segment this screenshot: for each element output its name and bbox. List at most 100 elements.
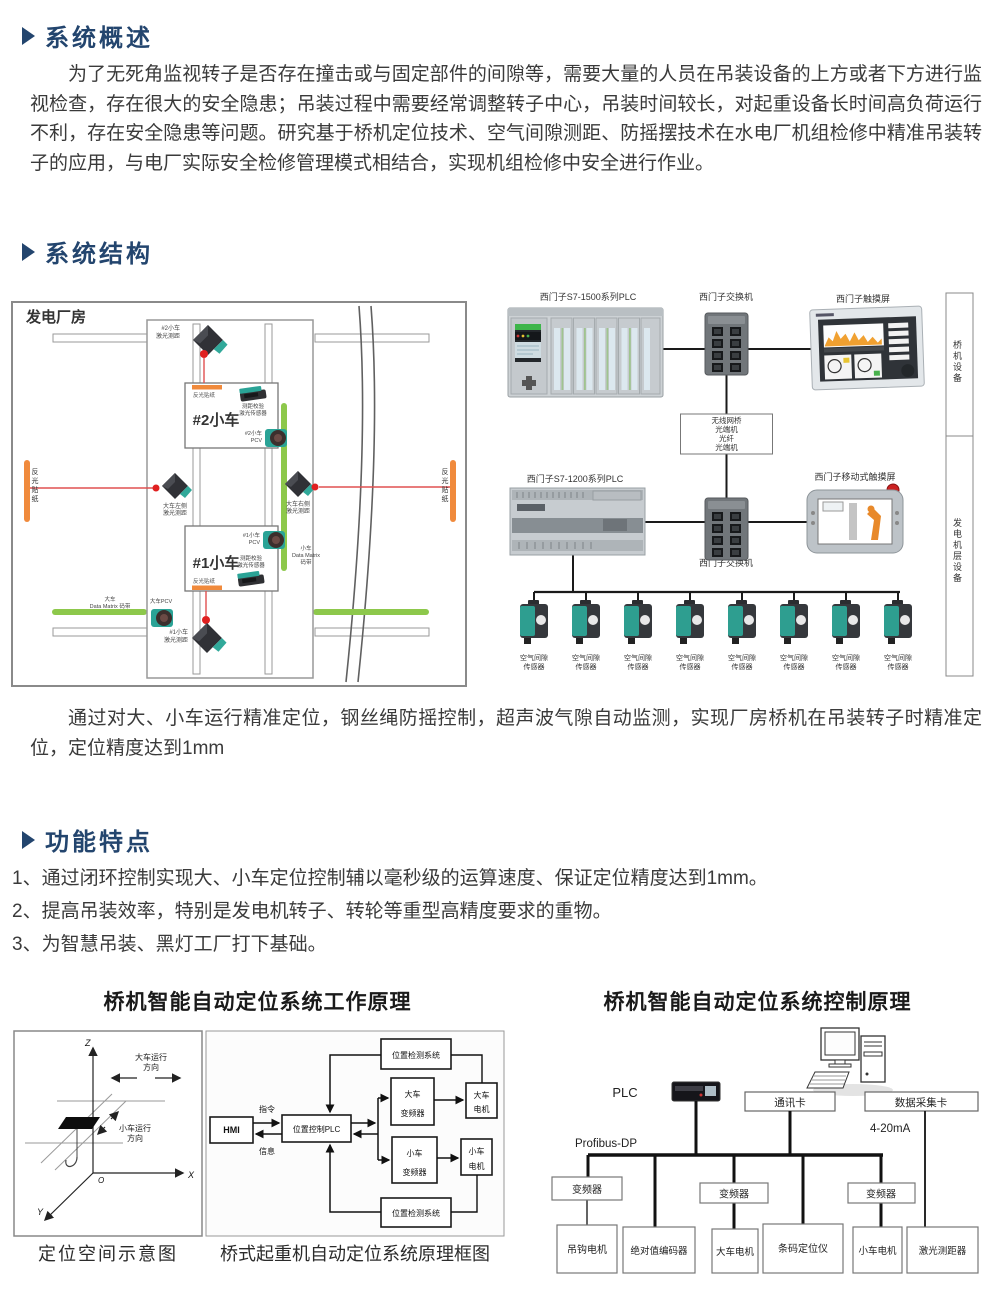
section-heading-features: 功能特点 [22,822,153,857]
encoder-box [622,1226,696,1274]
svg-text:传感器: 传感器 [784,662,805,671]
ma-label: 4-20mA [870,1123,911,1135]
cart-left-label: 激光测距 [163,509,187,517]
comm-card-label: 通讯卡 [774,1096,806,1109]
plc-label: PLC [612,1085,637,1100]
network-links [533,348,900,604]
plant-layout-diagram: 发电厂房 反光贴纸 测距校验 激光传感器 #2小车 [11,301,467,687]
cart-direction-label: 大车运行 [135,1052,167,1062]
detect-top-label: 位置检测系统 [392,1050,440,1060]
trolley-motor-block [460,1138,493,1176]
trolley-motor-label: 电机 [469,1161,485,1171]
features-list: 1、通过闭环控制实现大、小车定位控制辅以毫秒级的运算速度、保证定位精度达到1mm… [12,862,982,961]
laser-dot [311,483,319,491]
inverter3-label: 变频器 [866,1188,896,1201]
axis-y-label: Y [37,1207,44,1217]
inverter2-box [699,1182,769,1204]
network-topology-diagram: 西门子S7-1500系列PLC 西门子交换机 西门子触摸屏 西门子S7-1200… [507,291,974,677]
link-label: 光纤 [719,433,734,443]
laser-dot [202,616,210,624]
group-box-generator-equipment [945,435,974,677]
features-title: 功能特点 [45,829,153,856]
plc1200-label: 西门子S7-1200系列PLC [527,473,624,484]
cart-datamatrix-strip-left [52,609,147,615]
barcode-box [762,1223,844,1274]
trolley2-label: #2小车 [193,411,240,429]
cart-inverter-block [390,1077,435,1126]
hmi-label: HMI [223,1125,240,1135]
plc-device-icon [671,1081,721,1102]
trolley-direction-label: 小车运行 [119,1123,151,1133]
working-principle-title: 桥机智能自动定位系统工作原理 [103,991,412,1014]
trolley1-box: #1小车 PCV #1小车 测距校验 激光传感器 反光贴纸 [184,525,285,592]
inverter2-label: 变频器 [719,1188,749,1201]
svg-text:空气间隙: 空气间隙 [572,653,600,662]
cart-motor-block [465,1082,498,1119]
svg-text:空气间隙: 空气间隙 [728,653,756,662]
cart-motor-box [711,1228,759,1274]
svg-text:传感器: 传感器 [524,662,545,671]
trolley-motor-label: 小车 [469,1146,485,1156]
bus-lines [586,1101,926,1229]
check-label: 激光传感器 [239,409,267,417]
hook-motor-label: 吊钩电机 [567,1243,607,1256]
section-heading-overview: 系统概述 [22,18,153,53]
coordinate-space-diagram: Z X Y O 大车运行 方向 小车运行 方向 [13,1030,203,1237]
trolley1-label: #1小车 [193,554,240,572]
reflect-label: 反光贴纸 [193,391,216,399]
svg-text:传感器: 传感器 [888,662,909,671]
hmi-top-label: 西门子触摸屏 [836,293,890,304]
section-heading-structure: 系统结构 [22,234,153,269]
svg-text:空气间隙: 空气间隙 [676,653,704,662]
check-label: 测距校验 [242,402,265,410]
pcv-camera-icon [151,609,173,627]
trolley-dm-label: Data Matrix [292,553,320,559]
laser-meter-label: 激光测距器 [919,1245,967,1257]
trolley-rail-left [192,323,201,675]
check-label: 测距校验 [240,554,263,562]
svg-text:空气间隙: 空气间隙 [520,653,548,662]
svg-text:空气间隙: 空气间隙 [884,653,912,662]
inverter1-box [551,1176,623,1201]
trolley-inverter-block [391,1136,438,1184]
detect-top-block [380,1038,452,1070]
overview-title: 系统概述 [45,25,153,52]
trolley-motor-label: 小车电机 [858,1245,897,1257]
trolley-motor-box [852,1226,903,1274]
switch-bottom-device [704,497,749,561]
positioning-block-diagram: HMI 位置控制PLC 位置检测系统 大车 变频器 大车 电机 小车 变频器 小… [205,1030,505,1237]
svg-text:传感器: 传感器 [628,662,649,671]
wireless-link-box [680,413,773,455]
switch-top-label: 西门子交换机 [699,291,753,302]
hmi-mobile-label: 西门子移动式触摸屏 [814,471,895,482]
hmi-block [209,1116,254,1144]
block-arrows [253,1054,483,1213]
cart-datamatrix-strip-right [313,609,429,615]
hook-motor-box [556,1224,618,1274]
side-label-generator-equipment: 发电机层设备 [952,518,962,584]
cart-left-label: 大车左侧 [163,502,187,510]
plant-title: 发电厂房 [25,308,86,326]
pcv2-label: #2小车 [245,429,263,437]
link-label: 光端机 [715,424,738,434]
detect-bottom-block [380,1197,452,1228]
reflect-strip-left-wall [24,460,30,522]
feature-item: 1、通过闭环控制实现大、小车定位控制辅以毫秒级的运算速度、保证定位精度达到1mm… [12,868,768,889]
feature-item: 3、为智慧吊装、黑灯工厂打下基础。 [12,934,327,955]
trolley-rail-right [264,323,273,675]
pcv1-label: #1小车 [243,531,261,539]
hook-icon [65,1156,78,1167]
trolley-dm-label: 码带 [300,558,312,566]
laser-dot [200,350,208,358]
cart-dm-label: Data Matrix 码带 [90,602,131,610]
trolley-block [58,1117,100,1129]
cart-right-laser-sensor: 大车右侧 激光测距 [285,471,450,515]
pcv-camera-icon [265,429,287,447]
trolley-inverter-label: 变频器 [403,1167,427,1177]
cart-motor-label: 大车 [474,1090,490,1100]
laser2-label: #2小车 [161,324,180,332]
section-arrow-icon [22,830,35,849]
overview-paragraph: 为了无死角监视转子是否存在撞击或与固定部件的间隙等，需要大量的人员在吊装设备的上… [30,64,982,174]
